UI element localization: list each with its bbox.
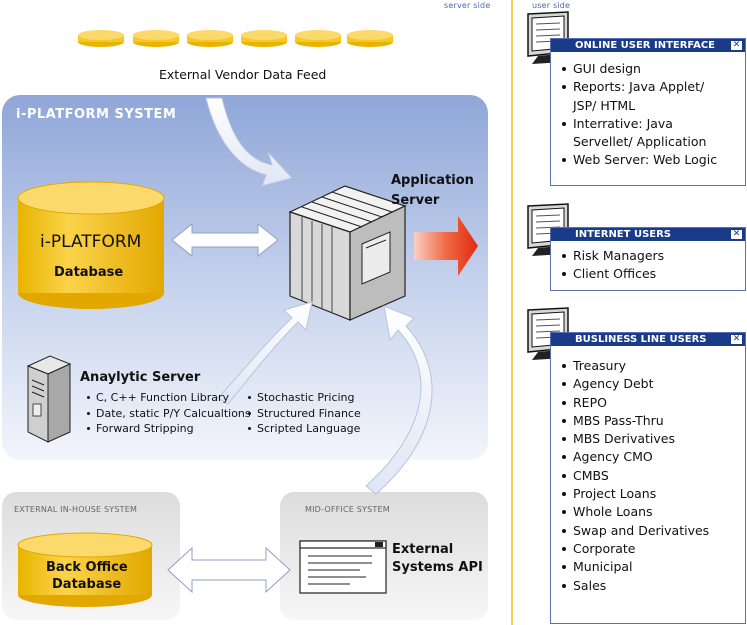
list-item: Scripted Language [248,422,361,435]
close-icon[interactable]: ✕ [730,229,743,240]
data-coin-icon [133,30,179,47]
analytic-to-app-arrow [217,301,313,405]
internet-panel-title: INTERNET USERS [575,229,672,240]
data-coin-icon [78,30,124,47]
external-api-window-icon [299,540,387,594]
online-panel-title: ONLINE USER INTERFACE [575,40,716,51]
data-coin-icon [241,30,287,47]
vendor-feed-arrow [205,97,293,187]
list-item: CMBS [562,467,745,485]
vendor-data-feed-icons [78,30,393,47]
internet-panel-titlebar: INTERNET USERS ✕ [551,228,745,241]
db-app-double-arrow [171,222,279,258]
list-item: Whole Loans [562,503,745,521]
list-item: Reports: Java Applet/ JSP/ HTML [562,78,723,115]
list-item: Client Offices [562,265,745,283]
list-item: GUI design [562,60,723,78]
app-server-output-arrow [414,216,478,276]
list-item: Corporate [562,540,745,558]
list-item: Project Loans [562,485,745,503]
data-coin-icon [187,30,233,47]
close-icon[interactable]: ✕ [730,40,743,51]
list-item: Agency CMO [562,448,745,466]
data-coin-icon [295,30,341,47]
list-item: Structured Finance [248,406,361,420]
list-item: Treasury [562,357,745,375]
close-icon[interactable]: ✕ [730,334,743,345]
iplatform-db-title: i-PLATFORM [40,232,142,252]
analytic-server-icon [26,355,72,443]
list-item: Web Server: Web Logic [562,151,723,169]
vendor-feed-label: External Vendor Data Feed [159,67,327,82]
list-item: Date, static P/Y Calcualtions [87,406,251,420]
list-item: Interrative: Java Servellet/ Application [562,115,723,152]
external-api-label-line2: Systems API [392,560,483,575]
mid-office-app-arrow [365,305,433,495]
iplatform-db-subtitle: Database [54,265,124,280]
back-office-database-icon [17,532,153,607]
online-panel-titlebar: ONLINE USER INTERFACE ✕ [551,39,745,52]
external-api-label-line1: External [392,542,454,557]
user-side-label: user side [532,1,571,10]
iplatform-system-title: i-PLATFORM SYSTEM [16,107,177,122]
business-panel-title: BUSLINESS LINE USERS [575,334,707,345]
list-item: MBS Derivatives [562,430,745,448]
list-item: REPO [562,394,745,412]
list-item: Municipal [562,558,745,576]
analytic-server-title: Anaylytic Server [80,370,201,385]
list-item: Swap and Derivatives [562,522,745,540]
external-inhouse-label: EXTERNAL IN-HOUSE SYSTEM [14,505,138,514]
business-panel-titlebar: BUSLINESS LINE USERS ✕ [551,333,745,346]
list-item: Forward Stripping [87,421,251,437]
list-item: Sales [562,577,745,595]
back-office-db-subtitle: Database [52,577,122,592]
iplatform-database-icon [17,181,165,309]
mid-office-label: MID-OFFICE SYSTEM [305,505,390,514]
backoffice-api-double-arrow [167,546,291,594]
app-server-label-line2: Server [391,193,440,208]
application-server-icon [288,185,407,321]
app-server-label-line1: Application [391,173,474,188]
list-item: C, C++ Function Library [87,390,251,406]
data-coin-icon [347,30,393,47]
back-office-db-title: Back Office [46,560,128,575]
list-item: Agency Debt [562,375,745,393]
list-item: Stochastic Pricing [248,390,361,406]
list-item: Risk Managers [562,247,745,265]
list-item: MBS Pass-Thru [562,412,745,430]
server-side-label: server side [444,1,491,10]
